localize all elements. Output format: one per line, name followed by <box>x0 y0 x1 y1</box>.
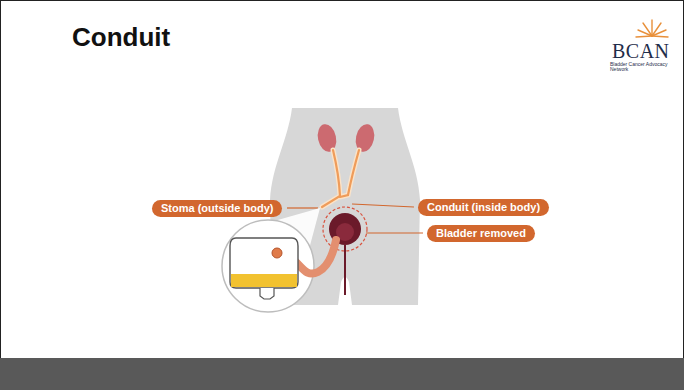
callout-pill: Bladder removed <box>427 225 535 242</box>
pouch-urine <box>231 274 297 287</box>
callout-pill: Stoma (outside body) <box>152 200 282 217</box>
bladder-outline <box>323 207 367 251</box>
footer-band <box>0 358 684 390</box>
callout-text: Conduit (inside body) <box>427 201 540 213</box>
stoma <box>272 248 282 258</box>
logo-wordmark: BCAN <box>612 40 670 63</box>
callout-text: Bladder removed <box>436 227 526 239</box>
callout-text: Stoma (outside body) <box>161 202 273 214</box>
pouch-valve <box>260 288 274 299</box>
logo-tagline: Bladder Cancer Advocacy Network <box>610 62 676 72</box>
logo-rays <box>636 20 668 37</box>
slide-title: Conduit <box>72 22 170 53</box>
callout-pill: Conduit (inside body) <box>418 199 549 216</box>
ostomy-pouch <box>230 238 298 288</box>
ureters <box>322 150 359 207</box>
urethra <box>344 245 346 295</box>
